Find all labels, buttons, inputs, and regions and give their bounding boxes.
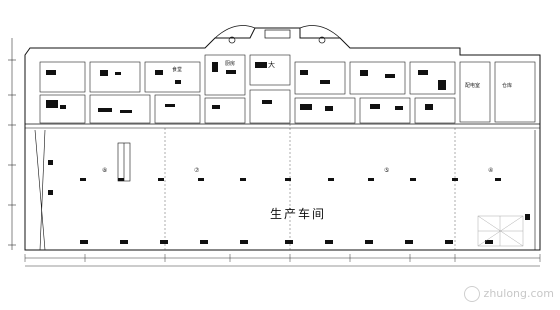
watermark: zhulong.com	[463, 286, 554, 302]
zone-label-4: ④	[488, 167, 494, 174]
room-label-warehouse: 仓库	[502, 83, 513, 89]
corner-stamp	[477, 215, 524, 247]
hall-walls	[34, 129, 536, 251]
zone-label-7: ⑦	[194, 167, 200, 174]
zone-label-5: ⑤	[384, 167, 390, 174]
room-label-kitchen: 厨房	[225, 61, 236, 67]
office-rooms	[39, 54, 536, 124]
entrance-canopy	[214, 25, 341, 44]
bottom-dimension-line	[24, 254, 541, 267]
watermark-logo-icon	[463, 286, 480, 302]
room-label-power-room: 配电室	[465, 83, 481, 89]
zone-label-8: ⑧	[102, 167, 108, 174]
column-grid	[164, 120, 456, 250]
room-label-canteen: 食堂	[172, 67, 183, 73]
room-label-hall-entry: 大	[268, 61, 275, 69]
watermark-text: zhulong.com	[483, 287, 554, 300]
left-dimension-line	[8, 38, 16, 250]
office-fixtures	[46, 62, 446, 113]
hall-fixtures	[48, 160, 530, 244]
equipment-box	[117, 142, 131, 182]
main-hall-label: 生产车间	[270, 207, 327, 221]
